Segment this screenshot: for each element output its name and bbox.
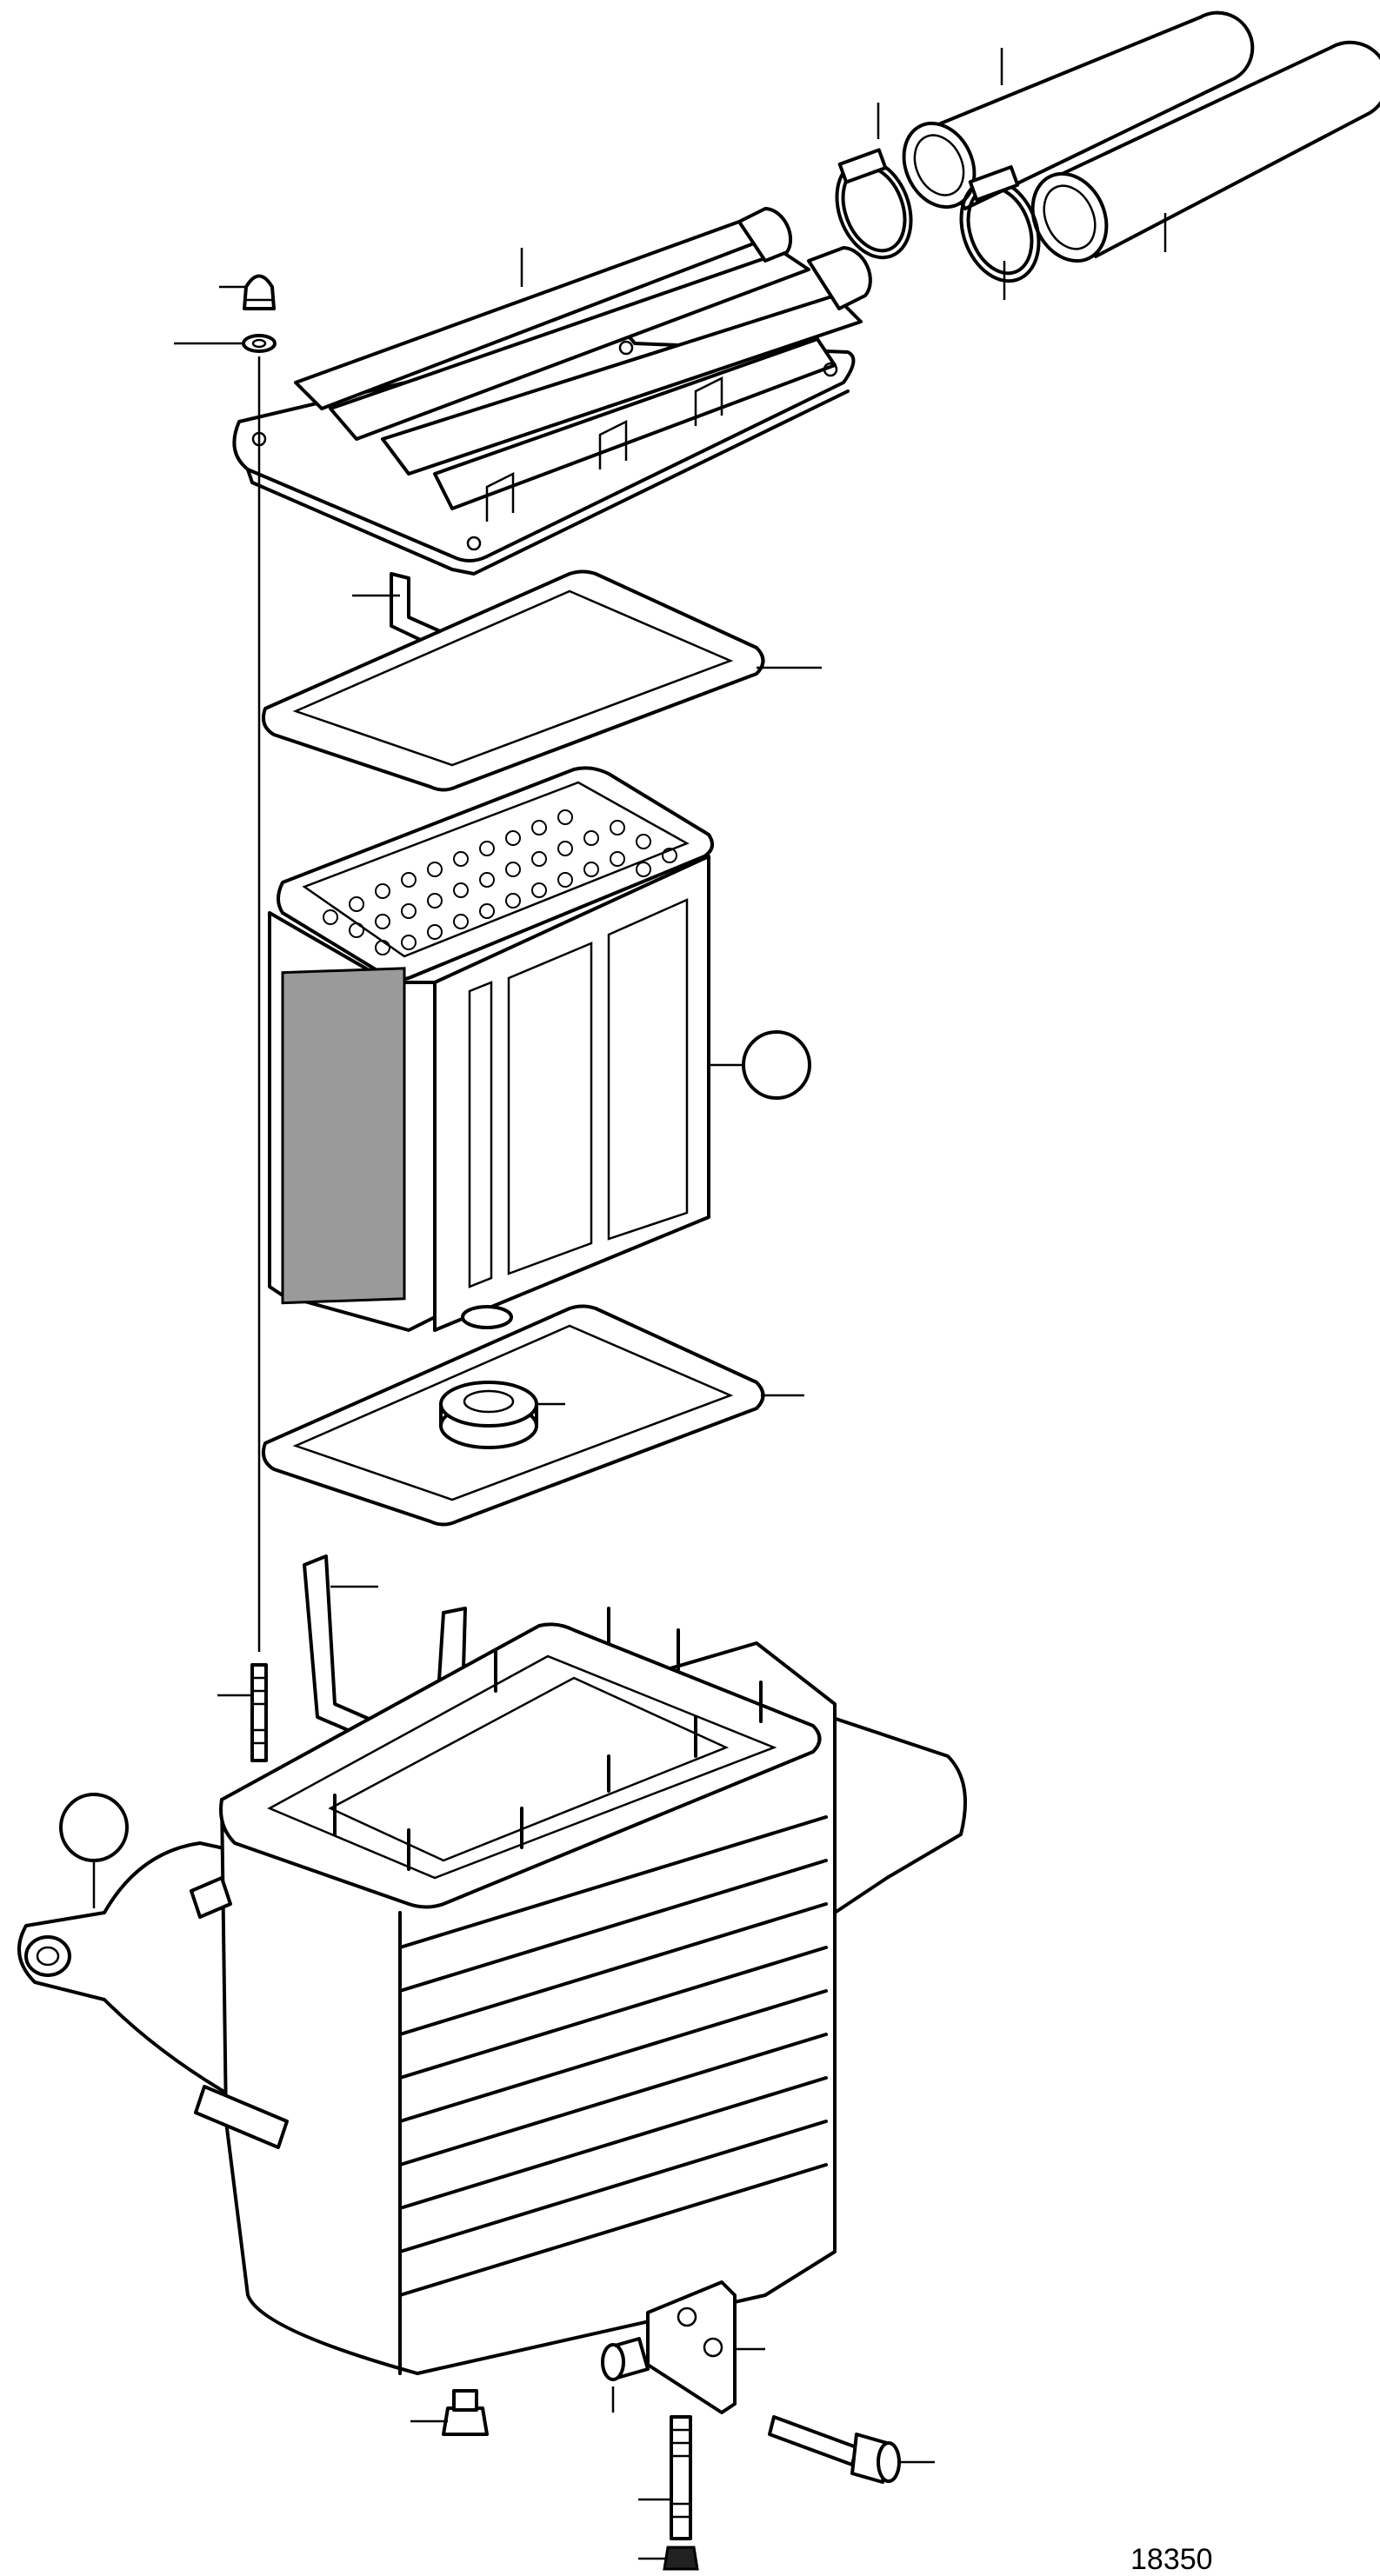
hose-clamps xyxy=(835,148,1041,283)
flange-studs xyxy=(333,1607,763,1871)
rubber-hoses xyxy=(902,10,1380,263)
housing xyxy=(17,1607,967,2375)
perforation-holes xyxy=(323,809,677,955)
top-cover xyxy=(232,207,872,576)
reference-circle-filter xyxy=(742,1030,811,1100)
sleeve xyxy=(601,2337,650,2381)
drain-plug xyxy=(442,2389,489,2436)
cooling-fins xyxy=(398,1815,828,2375)
lower-nut xyxy=(663,2546,699,2571)
acorn-nut xyxy=(243,274,276,310)
upper-gasket xyxy=(262,569,765,792)
flange-bolt xyxy=(768,2415,901,2484)
leader-lines xyxy=(92,48,1167,2560)
grommet xyxy=(439,1381,538,1449)
stud xyxy=(250,1663,268,1762)
reference-circle-housing xyxy=(59,1793,129,1862)
figure-number: 18350 xyxy=(1130,2543,1213,2576)
filter-core xyxy=(268,766,714,1332)
washer xyxy=(242,334,277,353)
mounting-bracket xyxy=(646,2280,737,2414)
lower-stud xyxy=(670,2415,692,2540)
filter-mesh xyxy=(281,967,406,1305)
